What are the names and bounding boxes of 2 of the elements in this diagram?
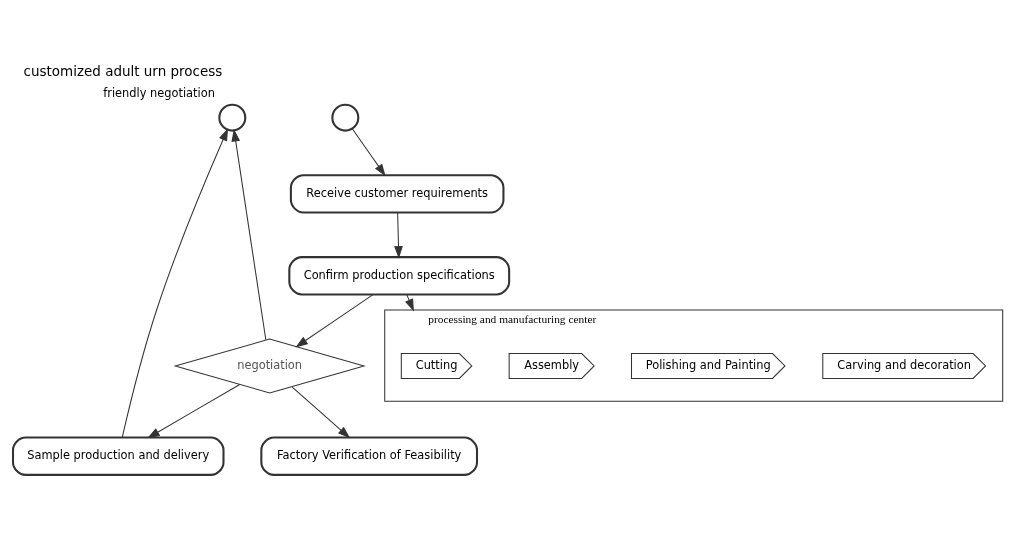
diagram-title: customized adult urn process [23, 63, 223, 80]
node-label: friendly negotiation [103, 86, 215, 101]
